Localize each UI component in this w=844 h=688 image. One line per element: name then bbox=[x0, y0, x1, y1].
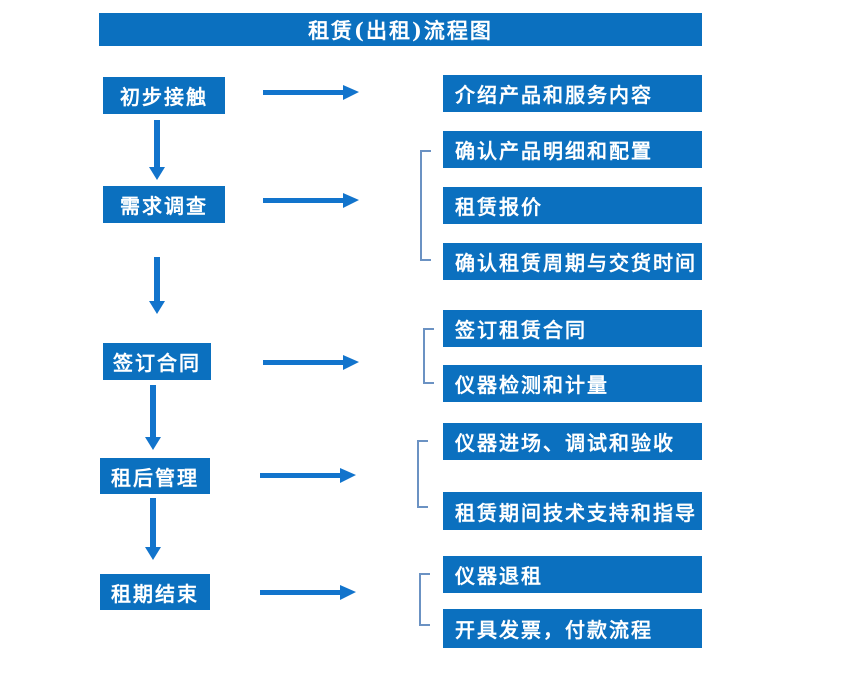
right-arrow-icon bbox=[263, 355, 359, 370]
group-bracket bbox=[419, 573, 430, 626]
step-box-demand-survey: 需求调查 bbox=[103, 186, 225, 223]
down-arrow-icon bbox=[149, 120, 165, 180]
diagram-title: 租赁(出租)流程图 bbox=[99, 13, 702, 46]
step-box-post-rental-management: 租后管理 bbox=[100, 458, 210, 494]
right-arrow-icon bbox=[263, 85, 359, 100]
right-arrow-icon bbox=[263, 193, 359, 208]
down-arrow-icon bbox=[145, 498, 161, 560]
group-bracket bbox=[417, 440, 428, 508]
detail-box-introduce-products: 介绍产品和服务内容 bbox=[443, 75, 702, 112]
detail-box-invoice-payment: 开具发票，付款流程 bbox=[443, 609, 702, 648]
detail-box-confirm-period-delivery: 确认租赁周期与交货时间 bbox=[443, 243, 702, 280]
down-arrow-icon bbox=[145, 385, 161, 450]
right-arrow-icon bbox=[260, 585, 356, 600]
right-arrow-icon bbox=[260, 468, 356, 483]
detail-box-rental-quote: 租赁报价 bbox=[443, 187, 702, 224]
detail-box-instrument-setup-acceptance: 仪器进场、调试和验收 bbox=[443, 423, 702, 460]
detail-box-instrument-inspection: 仪器检测和计量 bbox=[443, 365, 702, 402]
group-bracket bbox=[420, 150, 431, 261]
group-bracket bbox=[423, 328, 434, 384]
detail-box-instrument-return: 仪器退租 bbox=[443, 556, 702, 593]
step-box-rental-end: 租期结束 bbox=[100, 574, 210, 610]
detail-box-tech-support: 租赁期间技术支持和指导 bbox=[443, 492, 702, 530]
down-arrow-icon bbox=[149, 257, 165, 314]
step-box-initial-contact: 初步接触 bbox=[103, 77, 225, 114]
detail-box-sign-rental-contract: 签订租赁合同 bbox=[443, 310, 702, 347]
detail-box-confirm-product-config: 确认产品明细和配置 bbox=[443, 131, 702, 168]
step-box-sign-contract: 签订合同 bbox=[103, 343, 211, 380]
